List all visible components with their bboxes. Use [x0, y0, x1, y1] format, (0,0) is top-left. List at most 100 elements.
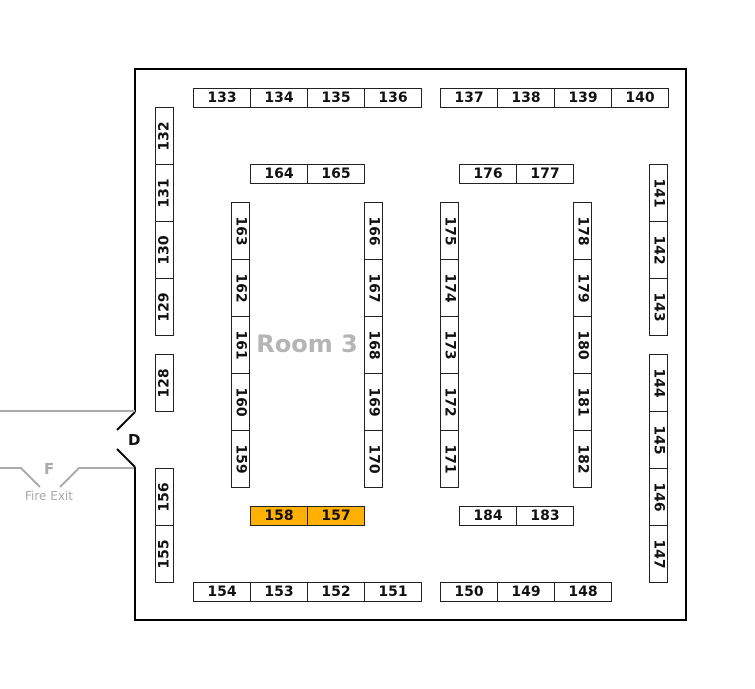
booth-167[interactable]: 167 [364, 259, 383, 317]
booth-180[interactable]: 180 [573, 316, 592, 374]
booth-151[interactable]: 151 [364, 582, 422, 602]
booth-162[interactable]: 162 [231, 259, 250, 317]
door-leaf-bottom [116, 448, 136, 468]
booth-number: 176 [473, 166, 503, 182]
booth-number: 166 [365, 216, 382, 246]
booth-number: 167 [365, 273, 382, 303]
booth-number: 178 [574, 216, 591, 246]
booth-148[interactable]: 148 [554, 582, 612, 602]
booth-137[interactable]: 137 [440, 88, 498, 108]
booth-number: 143 [650, 292, 667, 322]
door-label: D [128, 431, 141, 449]
booth-number: 151 [378, 584, 408, 600]
booth-132[interactable]: 132 [155, 107, 174, 165]
booth-182[interactable]: 182 [573, 430, 592, 488]
booth-number: 182 [574, 444, 591, 474]
booth-number: 130 [156, 235, 173, 265]
booth-number: 155 [156, 539, 173, 569]
room-label: Room 3 [256, 330, 358, 358]
booth-179[interactable]: 179 [573, 259, 592, 317]
booth-number: 173 [441, 330, 458, 360]
booth-155[interactable]: 155 [155, 525, 174, 583]
booth-number: 175 [441, 216, 458, 246]
booth-134[interactable]: 134 [250, 88, 308, 108]
booth-145[interactable]: 145 [649, 411, 668, 469]
booth-183[interactable]: 183 [516, 506, 574, 526]
booth-142[interactable]: 142 [649, 221, 668, 279]
booth-144[interactable]: 144 [649, 354, 668, 412]
booth-184[interactable]: 184 [459, 506, 517, 526]
booth-number: 140 [625, 90, 655, 106]
booth-176[interactable]: 176 [459, 164, 517, 184]
booth-number: 177 [530, 166, 560, 182]
booth-135[interactable]: 135 [307, 88, 365, 108]
booth-153[interactable]: 153 [250, 582, 308, 602]
booth-number: 152 [321, 584, 351, 600]
booth-number: 181 [574, 387, 591, 417]
booth-172[interactable]: 172 [440, 373, 459, 431]
booth-160[interactable]: 160 [231, 373, 250, 431]
booth-156[interactable]: 156 [155, 468, 174, 526]
booth-number: 170 [365, 444, 382, 474]
booth-177[interactable]: 177 [516, 164, 574, 184]
booth-number: 139 [568, 90, 598, 106]
booth-number: 150 [454, 584, 484, 600]
booth-175[interactable]: 175 [440, 202, 459, 260]
booth-number: 172 [441, 387, 458, 417]
booth-number: 163 [232, 216, 249, 246]
booth-138[interactable]: 138 [497, 88, 555, 108]
exit-corridor-bottom-right [59, 467, 134, 488]
booth-147[interactable]: 147 [649, 525, 668, 583]
booth-139[interactable]: 139 [554, 88, 612, 108]
booth-174[interactable]: 174 [440, 259, 459, 317]
booth-130[interactable]: 130 [155, 221, 174, 279]
booth-181[interactable]: 181 [573, 373, 592, 431]
booth-number: 158 [264, 508, 294, 524]
booth-141[interactable]: 141 [649, 164, 668, 222]
booth-number: 168 [365, 330, 382, 360]
booth-171[interactable]: 171 [440, 430, 459, 488]
booth-number: 156 [156, 482, 173, 512]
room-wall [134, 68, 687, 621]
booth-173[interactable]: 173 [440, 316, 459, 374]
booth-number: 148 [568, 584, 598, 600]
booth-165[interactable]: 165 [307, 164, 365, 184]
booth-number: 144 [650, 368, 667, 398]
booth-166[interactable]: 166 [364, 202, 383, 260]
booth-131[interactable]: 131 [155, 164, 174, 222]
exit-corridor-bottom [0, 467, 41, 488]
booth-170[interactable]: 170 [364, 430, 383, 488]
booth-152[interactable]: 152 [307, 582, 365, 602]
booth-number: 135 [321, 90, 351, 106]
booth-128[interactable]: 128 [155, 354, 174, 412]
booth-164[interactable]: 164 [250, 164, 308, 184]
booth-133[interactable]: 133 [193, 88, 251, 108]
booth-136[interactable]: 136 [364, 88, 422, 108]
booth-129[interactable]: 129 [155, 278, 174, 336]
booth-163[interactable]: 163 [231, 202, 250, 260]
fire-exit-label: Fire Exit [25, 489, 73, 503]
booth-number: 137 [454, 90, 484, 106]
booth-178[interactable]: 178 [573, 202, 592, 260]
booth-number: 179 [574, 273, 591, 303]
booth-number: 145 [650, 425, 667, 455]
booth-number: 147 [650, 539, 667, 569]
booth-146[interactable]: 146 [649, 468, 668, 526]
booth-number: 165 [321, 166, 351, 182]
booth-157[interactable]: 157 [307, 506, 365, 526]
booth-number: 160 [232, 387, 249, 417]
booth-149[interactable]: 149 [497, 582, 555, 602]
booth-number: 138 [511, 90, 541, 106]
booth-number: 141 [650, 178, 667, 208]
booth-158[interactable]: 158 [250, 506, 308, 526]
booth-169[interactable]: 169 [364, 373, 383, 431]
booth-number: 157 [321, 508, 351, 524]
booth-number: 154 [207, 584, 237, 600]
booth-143[interactable]: 143 [649, 278, 668, 336]
booth-154[interactable]: 154 [193, 582, 251, 602]
booth-number: 149 [511, 584, 541, 600]
booth-159[interactable]: 159 [231, 430, 250, 488]
booth-140[interactable]: 140 [611, 88, 669, 108]
booth-number: 129 [156, 292, 173, 322]
booth-150[interactable]: 150 [440, 582, 498, 602]
